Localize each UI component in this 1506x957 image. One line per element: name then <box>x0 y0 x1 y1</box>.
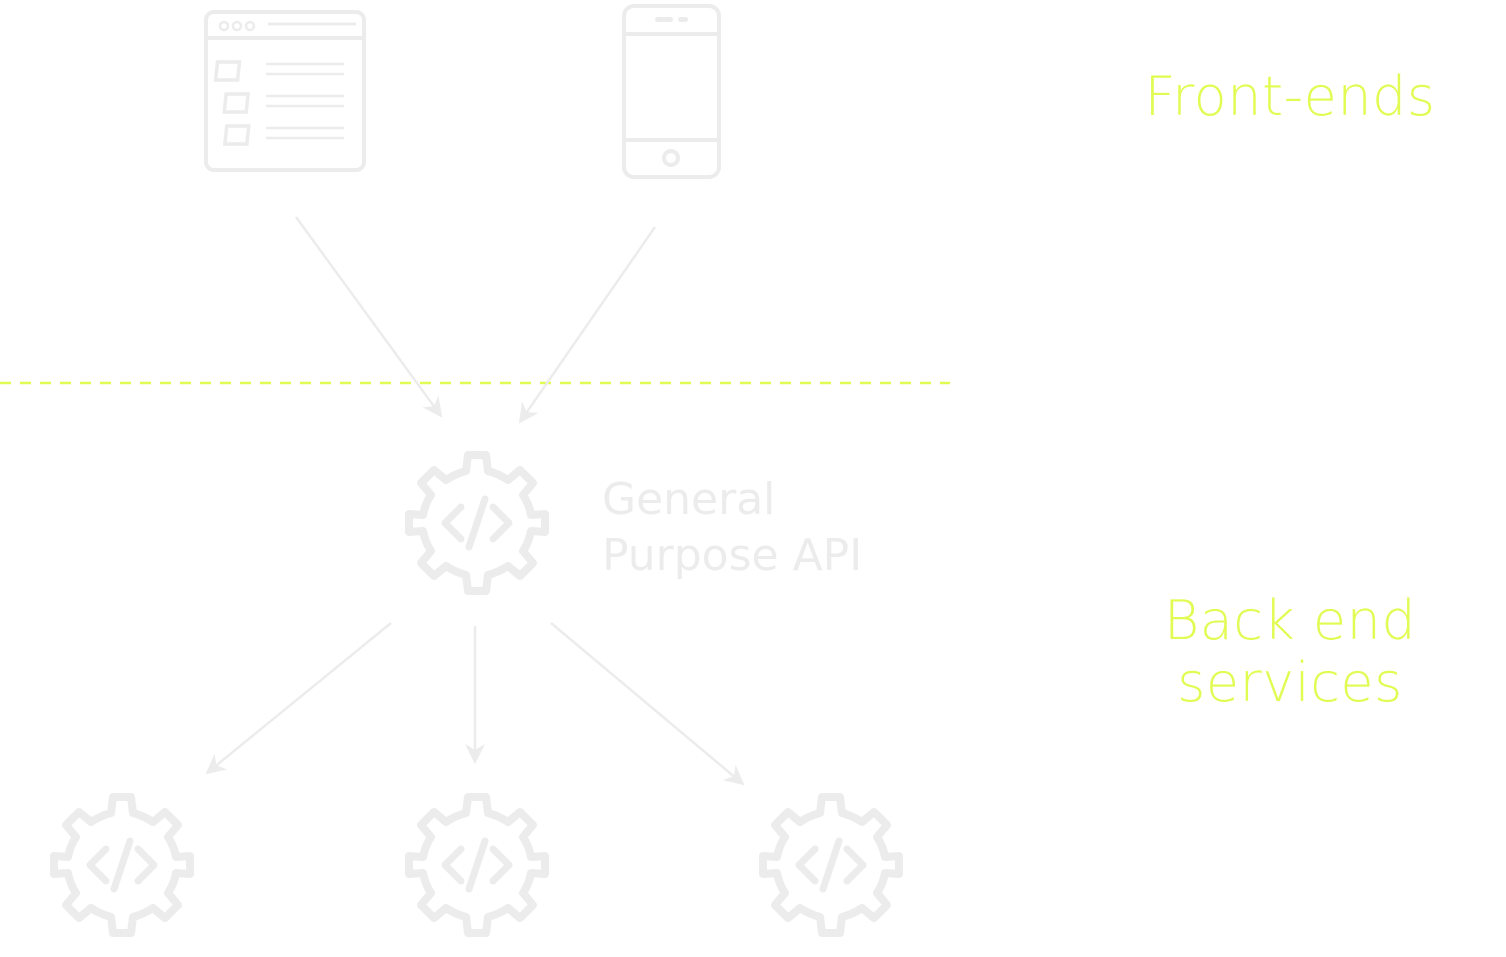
frontends-zone-label: Front-ends <box>1090 66 1490 128</box>
service-3-gear-icon <box>763 797 899 933</box>
service-2-gear-icon <box>409 797 545 933</box>
edge-api-to-service-3 <box>550 622 745 786</box>
service-1-gear-icon <box>54 797 190 933</box>
api-label: General Purpose API <box>602 472 862 584</box>
frontends-label-text: Front-ends <box>1144 65 1436 128</box>
edge-web-to-api <box>294 216 443 418</box>
backends-label-line-1: Back end <box>1163 589 1417 652</box>
backends-zone-label: Back end services <box>1090 590 1490 714</box>
api-label-line-2: Purpose API <box>602 530 863 581</box>
backends-label-line-2: services <box>1177 651 1403 714</box>
api-label-line-1: General <box>602 474 776 525</box>
browser-window-icon <box>204 10 366 172</box>
edge-mobile-to-api <box>518 226 657 424</box>
edge-api-to-service-1 <box>205 622 392 775</box>
api-gear-icon <box>409 455 545 591</box>
smartphone-icon <box>622 4 721 179</box>
